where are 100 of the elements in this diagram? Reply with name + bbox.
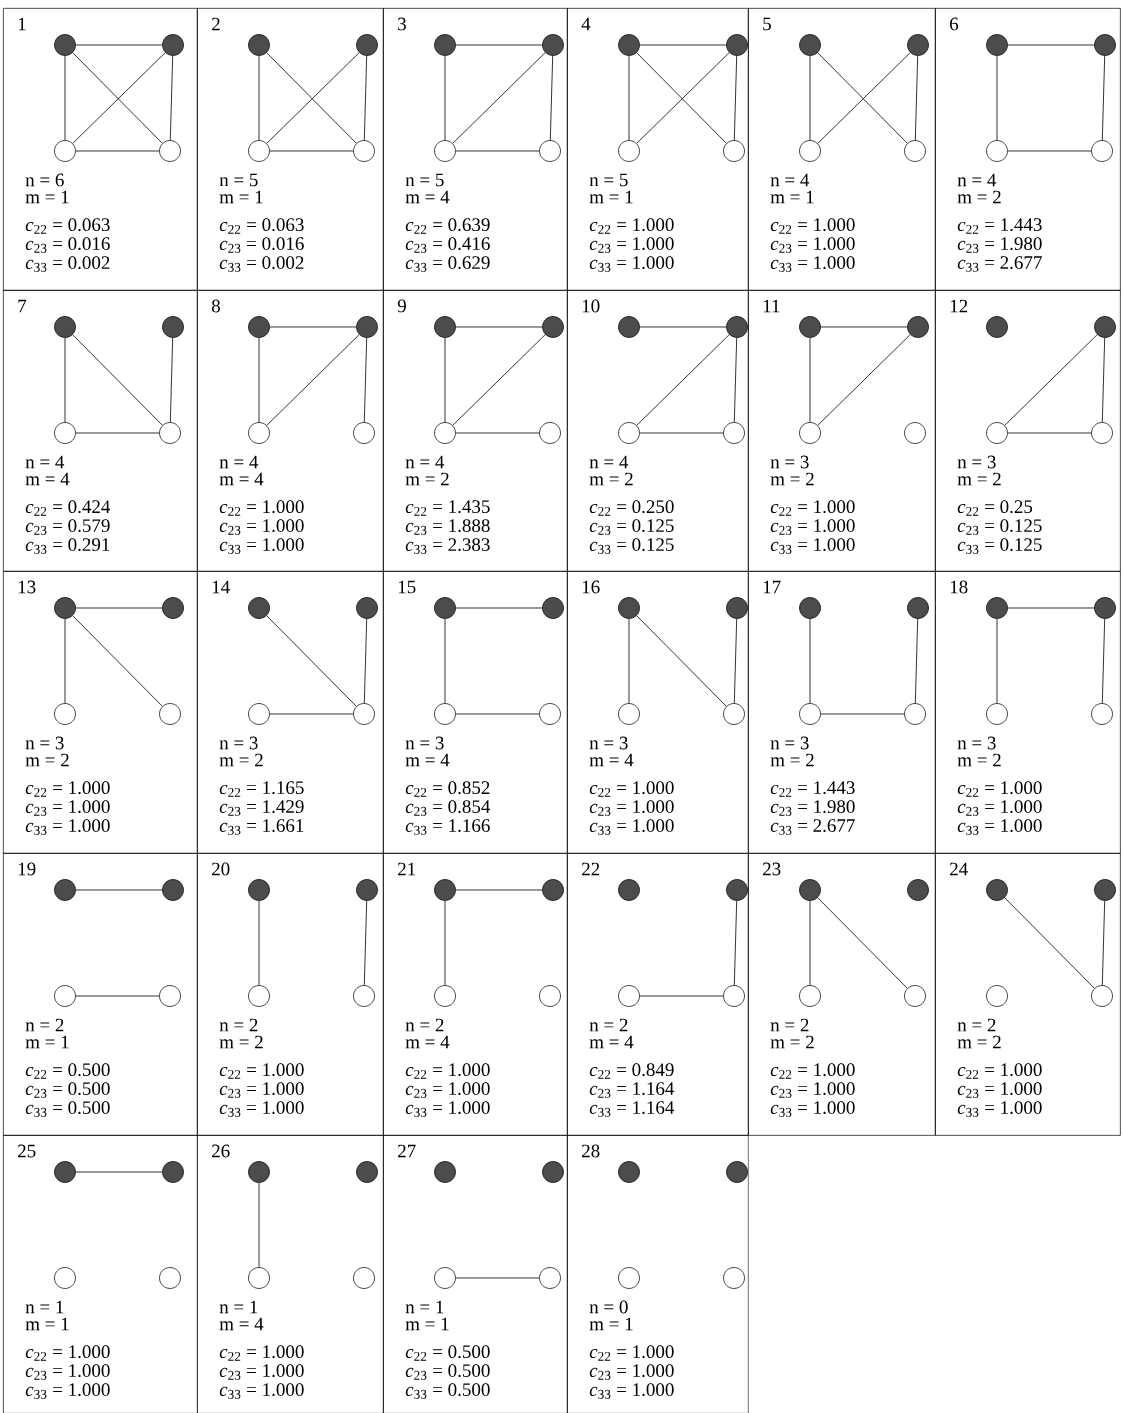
vertex: [986, 316, 1008, 338]
coefficient-label: c$_{23}$ = 1.980: [957, 237, 1042, 253]
graph-number: 18: [950, 580, 968, 594]
vertex: [159, 985, 181, 1007]
edge-line: [455, 1277, 540, 1279]
coefficient-label: c$_{22}$ = 0.424: [25, 500, 111, 516]
vertex: [539, 1267, 561, 1289]
coefficient-label: c$_{22}$ = 1.165: [219, 781, 304, 797]
edge-line: [639, 995, 724, 997]
vertex: [986, 597, 1008, 619]
graph-number: 20: [212, 862, 230, 876]
vertex: [986, 34, 1008, 56]
coefficient-label: c$_{22}$ = 1.000: [770, 500, 855, 516]
edge-line: [639, 44, 727, 46]
vertex: [356, 316, 378, 338]
vertex: [1094, 597, 1116, 619]
vertex: [162, 34, 184, 56]
graph-number: 5: [763, 17, 771, 31]
vertex: [986, 703, 1008, 725]
parameter-label: m = 1: [589, 190, 633, 204]
graph-number: 1: [18, 17, 26, 31]
vertex: [986, 140, 1008, 162]
edge-line: [444, 337, 446, 423]
parameter-label: n = 3: [405, 736, 444, 750]
edge-line: [809, 55, 811, 141]
coefficient-label: c$_{23}$ = 1.000: [770, 519, 855, 535]
edge-line: [64, 618, 66, 704]
coefficient-label: c$_{23}$ = 1.000: [219, 1082, 304, 1098]
graph-number: 28: [582, 1144, 600, 1158]
coefficient-label: c$_{22}$ = 1.000: [770, 1063, 855, 1079]
coefficient-label: c$_{33}$ = 1.000: [589, 1383, 674, 1399]
edge-line: [820, 713, 905, 715]
graph-number: 2: [212, 17, 220, 31]
coefficient-label: c$_{23}$ = 1.164: [589, 1082, 675, 1098]
parameter-label: m = 2: [957, 1035, 1001, 1049]
coefficient-label: c$_{33}$ = 1.000: [770, 538, 855, 554]
graph-number: 7: [18, 299, 27, 313]
parameter-label: n = 1: [405, 1300, 444, 1314]
parameter-label: m = 1: [219, 190, 263, 204]
coefficient-label: c$_{22}$ = 1.000: [770, 218, 855, 234]
vertex: [618, 140, 640, 162]
edge-line: [363, 337, 368, 423]
coefficient-label: c$_{33}$ = 2.677: [770, 819, 855, 835]
edge-line: [452, 52, 546, 144]
graph-number: 23: [763, 862, 781, 876]
edge-line: [639, 432, 724, 434]
coefficient-label: c$_{22}$ = 1.000: [589, 781, 674, 797]
edge-line: [258, 900, 260, 986]
edge-line: [258, 337, 260, 423]
parameter-label: m = 2: [770, 1035, 814, 1049]
edge-line: [455, 889, 543, 891]
edge-line: [636, 615, 727, 707]
edge-line: [628, 618, 630, 704]
graph-number: 8: [211, 299, 220, 313]
edge-line: [75, 607, 163, 609]
edge-line: [455, 44, 543, 46]
coefficient-label: c$_{23}$ = 1.000: [770, 237, 855, 253]
coefficient-label: c$_{33}$ = 0.500: [25, 1101, 110, 1117]
vertex: [907, 597, 929, 619]
vertex: [54, 597, 76, 619]
parameter-label: n = 2: [770, 1018, 809, 1032]
parameter-label: m = 4: [219, 1317, 264, 1331]
parameter-label: m = 1: [405, 1317, 449, 1331]
vertex: [542, 34, 564, 56]
vertex: [434, 703, 456, 725]
parameter-label: m = 4: [219, 472, 264, 486]
edge-line: [1101, 900, 1106, 986]
parameter-label: n = 4: [25, 455, 65, 469]
edge-line: [1101, 337, 1106, 423]
edge-line: [363, 618, 368, 704]
coefficient-label: c$_{33}$ = 1.000: [957, 819, 1042, 835]
vertex: [726, 597, 748, 619]
parameter-label: n = 2: [219, 1018, 258, 1032]
vertex: [54, 1267, 76, 1289]
edge-line: [363, 55, 368, 141]
vertex: [799, 703, 821, 725]
vertex: [248, 985, 270, 1007]
parameter-label: m = 2: [25, 753, 69, 767]
vertex: [54, 140, 76, 162]
coefficient-label: c$_{33}$ = 1.661: [219, 819, 304, 835]
edge-line: [817, 897, 908, 989]
graph-number: 21: [398, 862, 416, 876]
coefficient-label: c$_{23}$ = 0.500: [405, 1364, 490, 1380]
coefficient-label: c$_{33}$ = 0.125: [589, 538, 674, 554]
coefficient-label: c$_{23}$ = 0.125: [589, 519, 674, 535]
parameter-label: m = 4: [405, 753, 450, 767]
vertex: [356, 597, 378, 619]
edge-line: [269, 150, 354, 152]
vertex: [1094, 34, 1116, 56]
edge-line: [455, 713, 540, 715]
coefficient-label: c$_{22}$ = 0.500: [25, 1063, 110, 1079]
coefficient-label: c$_{22}$ = 1.000: [25, 781, 110, 797]
vertex: [54, 879, 76, 901]
edge-line: [75, 432, 160, 434]
vertex: [618, 422, 640, 444]
coefficient-label: c$_{23}$ = 1.000: [957, 1082, 1042, 1098]
vertex: [248, 703, 270, 725]
vertex: [434, 140, 456, 162]
coefficient-label: c$_{22}$ = 1.000: [589, 218, 674, 234]
vertex: [162, 1161, 184, 1183]
